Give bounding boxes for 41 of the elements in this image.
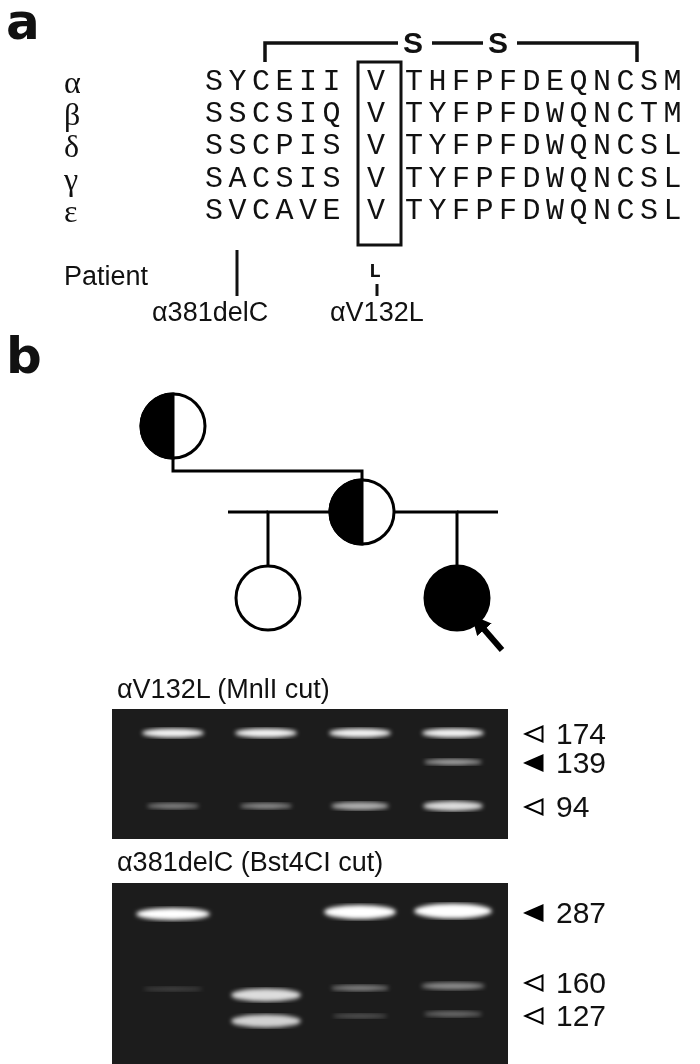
residue-text: V: [367, 99, 391, 129]
sequence-text: SSCSIQ: [205, 99, 347, 129]
disulfide-sulfur: S: [488, 28, 508, 58]
carrier-female-symbol: [328, 478, 396, 546]
pedigree-line: [266, 510, 330, 566]
mutant-residue: L: [369, 262, 381, 282]
sequence-text: SVCAVE: [205, 196, 347, 226]
unaffected-female-symbol: [234, 564, 302, 632]
panel-letter: a: [6, 0, 40, 47]
row-label: Patient: [64, 262, 149, 290]
sequence-text: SSCPIS: [205, 131, 347, 161]
residue-text: V: [367, 196, 391, 226]
chain-symbol: β: [64, 98, 81, 130]
sequence-text: TYFPFDWQNCSL: [405, 131, 688, 161]
chain-symbol: α: [64, 66, 81, 98]
band-size: 139: [556, 748, 607, 778]
gel-title: α381delC (Bst4CI cut): [117, 848, 384, 876]
mutation-label: αV132L: [330, 298, 424, 326]
sequence-text: SACSIS: [205, 164, 347, 194]
sequence-text: SYCEII: [205, 67, 347, 97]
residue-text: V: [367, 131, 391, 161]
band-size: 160: [556, 968, 607, 998]
disulfide-sulfur: S: [403, 28, 423, 58]
pedigree-line: [394, 510, 459, 566]
residue-text: V: [367, 67, 391, 97]
sequence-text: TYFPFDWQNCSL: [405, 196, 688, 226]
gel-title: αV132L (MnlI cut): [117, 675, 330, 703]
band-size: 127: [556, 1001, 607, 1031]
band-size: 287: [556, 898, 607, 928]
pedigree-line: [171, 458, 364, 480]
band-size: 174: [556, 719, 607, 749]
affected-female-symbol: [423, 564, 491, 632]
panel-letter: b: [6, 331, 42, 381]
band-size: 94: [556, 792, 590, 822]
sequence-text: THFPFDEQNCSM: [405, 67, 688, 97]
residue-text: V: [367, 164, 391, 194]
mutation-label: α381delC: [152, 298, 269, 326]
chain-symbol: γ: [64, 163, 79, 195]
sequence-text: TYFPFDWQNCSL: [405, 164, 688, 194]
sequence-text: TYFPFDWQNCTM: [405, 99, 688, 129]
carrier-female-symbol: [139, 392, 207, 460]
